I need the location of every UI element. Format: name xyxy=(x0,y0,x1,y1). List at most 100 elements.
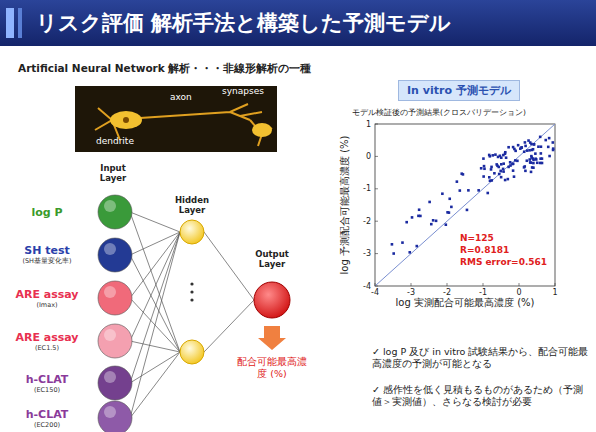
data-point xyxy=(488,176,491,179)
data-point xyxy=(418,208,421,211)
data-point xyxy=(494,153,497,156)
data-point xyxy=(392,252,395,255)
part-name: dendrite xyxy=(96,136,134,146)
data-point xyxy=(430,223,433,226)
scatter-plot xyxy=(375,124,555,286)
data-point xyxy=(535,158,538,161)
data-point xyxy=(493,172,496,175)
data-point xyxy=(490,168,493,171)
data-point xyxy=(526,159,529,162)
input-name: ARE assay xyxy=(15,331,78,344)
data-point xyxy=(523,166,526,169)
data-point xyxy=(448,197,451,200)
data-point xyxy=(483,167,486,170)
output-circle xyxy=(254,282,290,318)
data-point xyxy=(408,251,411,254)
data-point xyxy=(507,166,510,169)
title-bar xyxy=(0,0,596,46)
stat-value: N=125 xyxy=(460,233,494,243)
data-point xyxy=(490,166,493,169)
data-point xyxy=(552,141,555,144)
data-point xyxy=(480,167,483,170)
input-name: h-CLAT xyxy=(26,373,69,386)
tick-label: -2 xyxy=(443,288,451,297)
input-circle xyxy=(95,398,135,432)
data-point xyxy=(482,157,485,160)
data-point xyxy=(500,156,503,159)
data-point xyxy=(524,145,527,148)
input-circle xyxy=(95,278,135,318)
data-point xyxy=(509,161,512,164)
tick-label: -3 xyxy=(363,249,371,258)
input-name: SH test xyxy=(24,244,69,257)
data-point xyxy=(532,148,535,151)
data-point xyxy=(512,146,515,149)
data-point xyxy=(495,163,498,166)
input-circle xyxy=(95,321,135,361)
data-point xyxy=(499,170,502,173)
stat-value: R=0.8181 xyxy=(460,245,509,255)
data-point xyxy=(529,161,532,164)
data-point xyxy=(523,165,526,168)
data-point xyxy=(401,241,404,244)
input-node: h-CLAT(EC200) xyxy=(0,398,136,432)
data-point xyxy=(504,179,507,182)
tick-label: -3 xyxy=(407,288,415,297)
data-point xyxy=(502,170,505,173)
part-name: axon xyxy=(170,92,192,102)
data-point xyxy=(417,215,420,218)
model-box: In vitro 予測モデル xyxy=(398,80,520,101)
note: ✓ log P 及び in vitro 試験結果から、配合可能最高濃度の予測が可… xyxy=(372,346,592,371)
data-point xyxy=(547,146,550,149)
data-point xyxy=(415,245,418,248)
input-node: SH test(SH基量変化率) xyxy=(0,235,136,275)
input-circle xyxy=(95,235,135,275)
note: ✓ 感作性を低く見積もるものがあるため（予測値＞実測値）、さらなる検討が必要 xyxy=(372,384,592,409)
input-detail: (EC1.5) xyxy=(35,344,59,352)
input-circle xyxy=(95,363,135,403)
data-point xyxy=(511,163,514,166)
data-point xyxy=(539,136,542,139)
tick-label: -1 xyxy=(363,184,371,193)
data-point xyxy=(526,149,529,152)
model-label: In vitro 予測モデル xyxy=(407,83,511,98)
data-point xyxy=(456,180,459,183)
input-label: log P xyxy=(2,192,92,232)
data-point xyxy=(482,175,485,178)
data-point xyxy=(489,155,492,158)
network-links xyxy=(130,212,254,418)
data-point xyxy=(428,201,431,204)
tick-label: 1 xyxy=(366,120,371,129)
data-point xyxy=(448,211,451,214)
data-point xyxy=(536,161,539,164)
tick-label: 1 xyxy=(552,288,557,297)
data-point xyxy=(529,161,532,164)
data-point xyxy=(432,219,435,222)
data-point xyxy=(531,166,534,169)
data-point xyxy=(483,165,486,168)
data-point xyxy=(530,156,533,159)
input-label: ARE assay(EC1.5) xyxy=(2,321,92,361)
title-text: リスク評価 解析手法と構築した予測モデル xyxy=(36,9,586,37)
data-point xyxy=(466,209,469,212)
data-point xyxy=(528,149,531,152)
data-point xyxy=(497,166,500,169)
data-point xyxy=(507,178,510,181)
data-point xyxy=(516,160,519,163)
data-point xyxy=(411,216,414,219)
neuron-illustration xyxy=(75,86,277,152)
input-name: log P xyxy=(31,206,62,219)
data-point xyxy=(504,152,507,155)
data-point xyxy=(512,162,515,165)
data-point xyxy=(500,163,503,166)
tick-label: 0 xyxy=(516,288,521,297)
hidden-layer xyxy=(180,220,204,364)
data-point xyxy=(491,154,494,157)
tick-label: -1 xyxy=(479,288,487,297)
data-point xyxy=(507,146,510,149)
data-point xyxy=(523,150,526,153)
stat-value: RMS error=0.561 xyxy=(460,257,547,267)
data-point xyxy=(537,145,540,148)
title-accent xyxy=(6,8,14,38)
data-point xyxy=(534,152,537,155)
